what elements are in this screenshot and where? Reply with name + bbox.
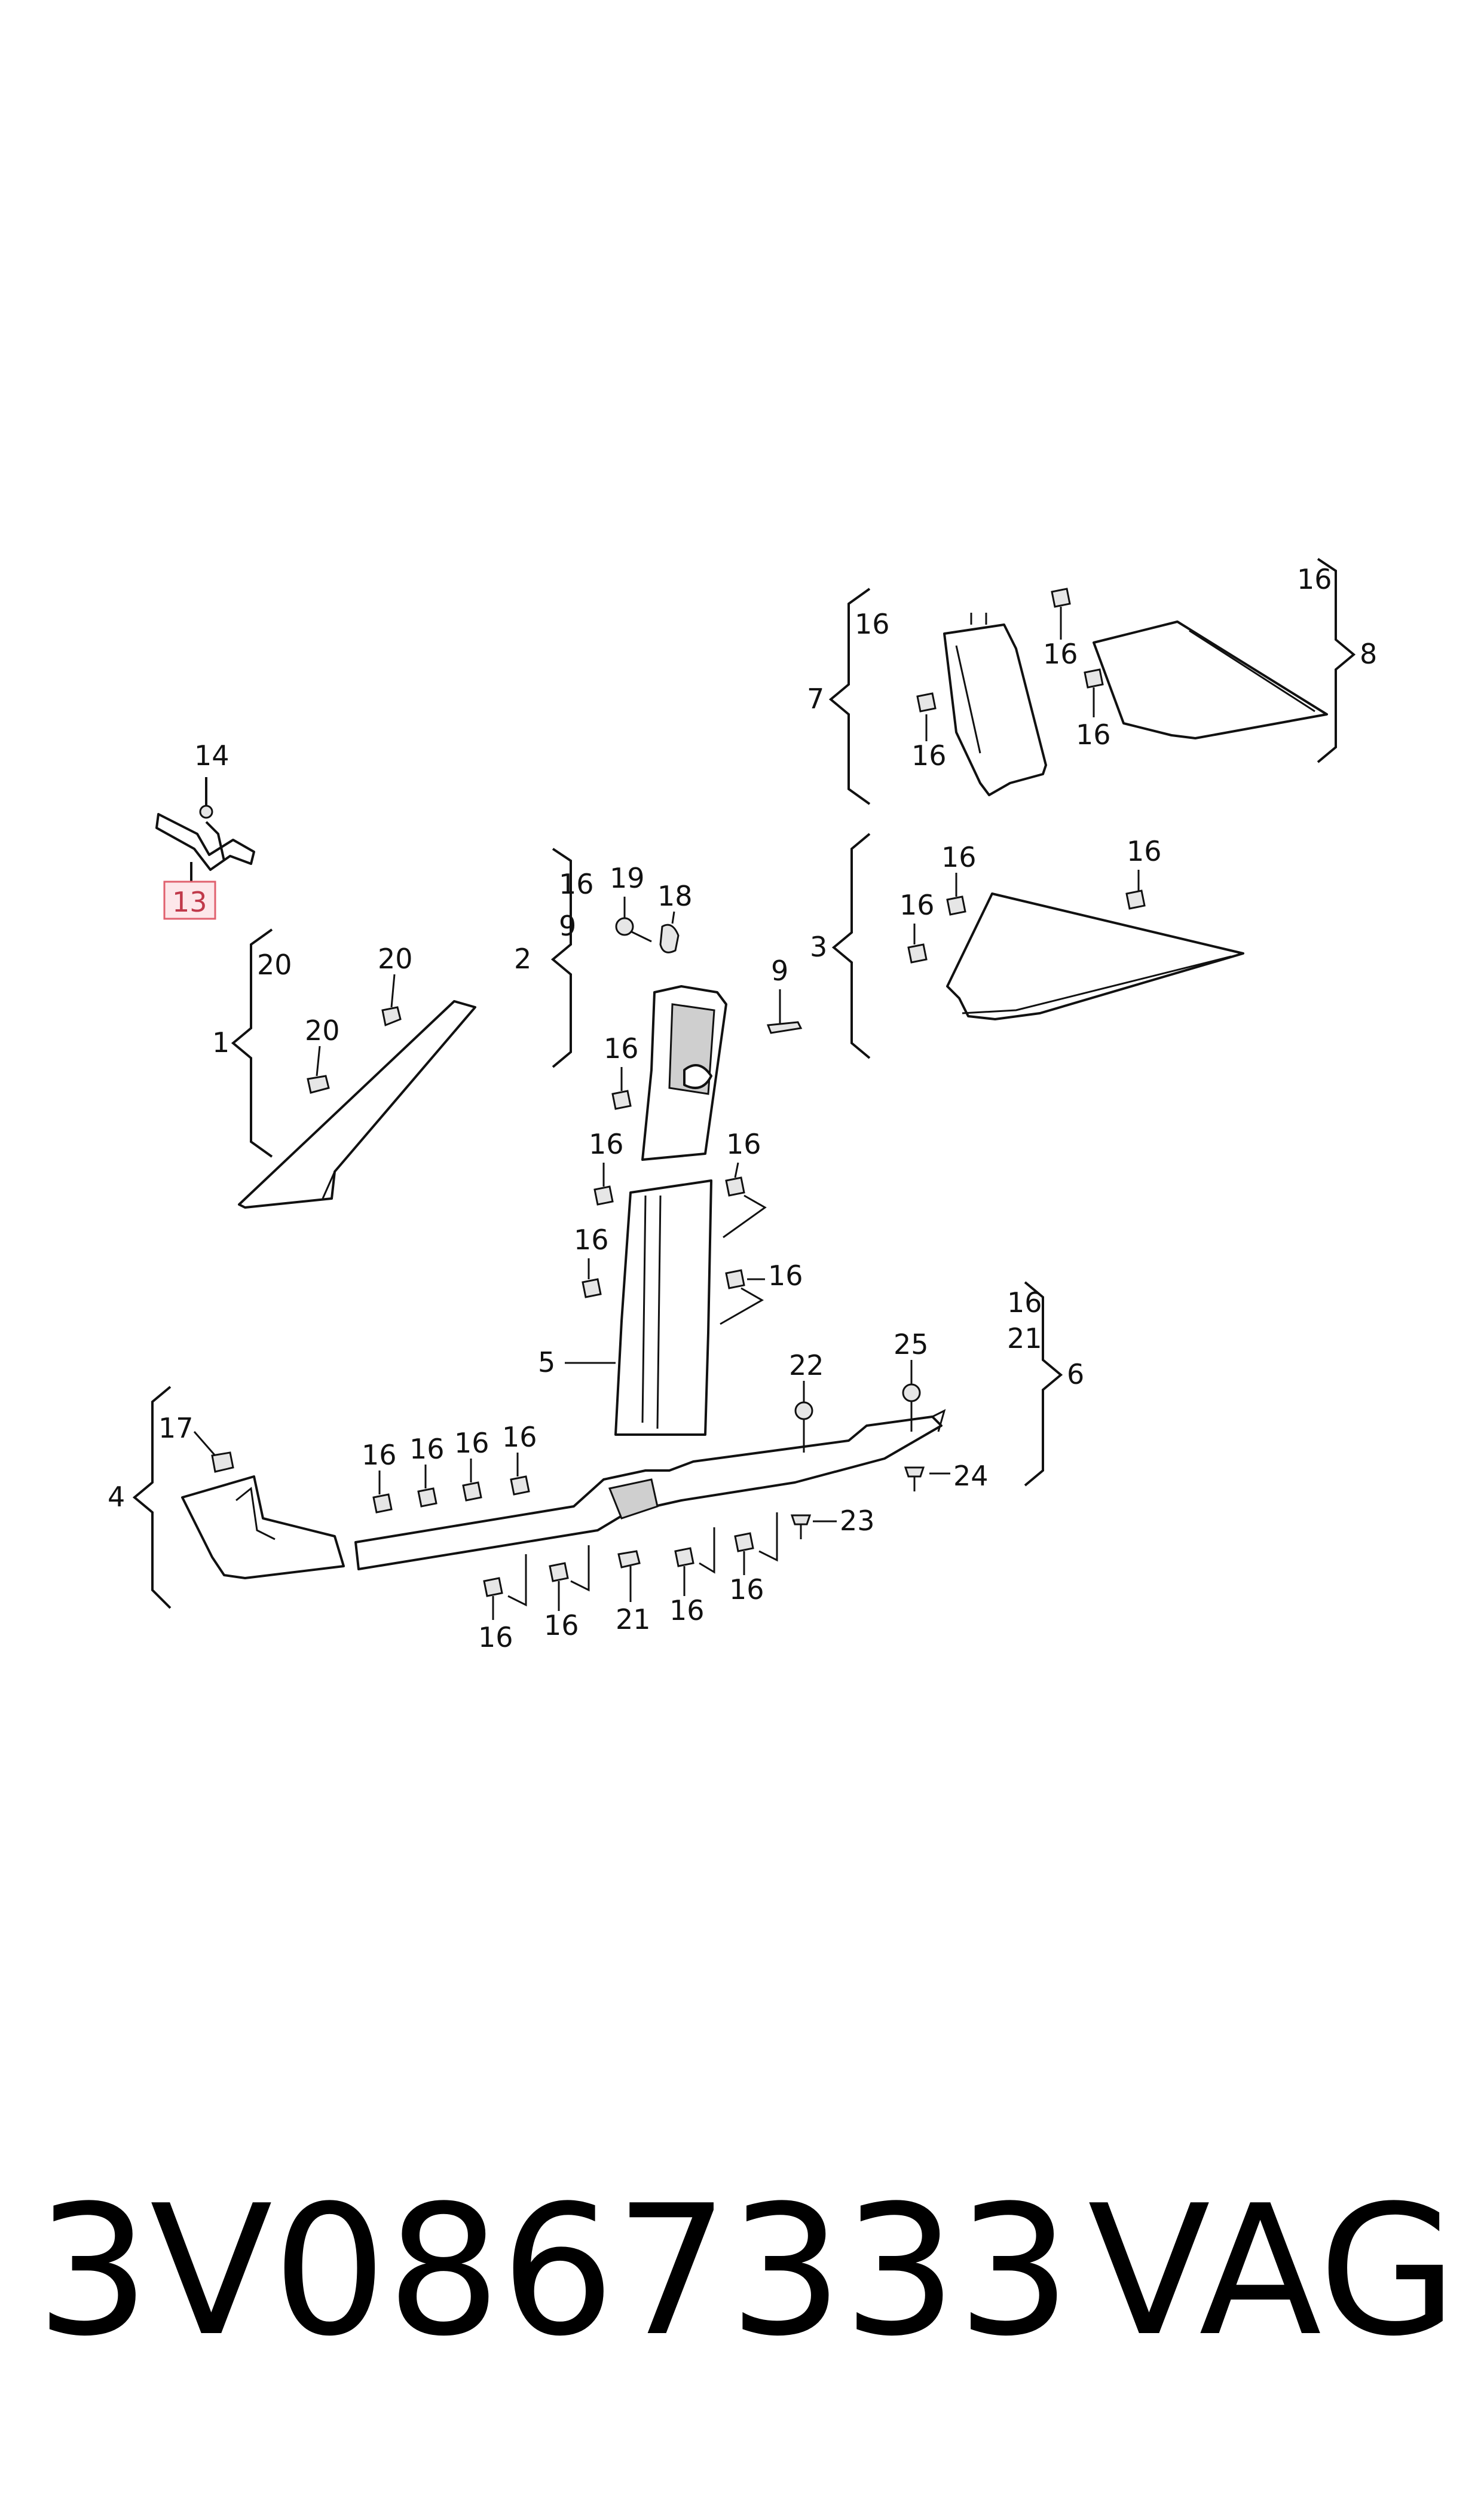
clip-9 — [766, 1021, 803, 1034]
rivet-24 — [904, 1466, 950, 1491]
callout-16b: 16 — [604, 1032, 639, 1065]
callout-16c: 16 — [589, 1128, 624, 1160]
screw-19 — [615, 897, 652, 943]
callout-16o: 16 — [1007, 1286, 1042, 1319]
callout-16j: 16 — [1043, 638, 1078, 670]
callout-16h: 16 — [911, 739, 947, 772]
bracket-4 — [132, 1386, 172, 1609]
callout-20a: 20 — [257, 949, 292, 981]
rivet-23 — [790, 1514, 837, 1539]
callout-24: 24 — [953, 1460, 989, 1492]
callout-16d: 16 — [726, 1128, 761, 1160]
sill-trim-6 — [354, 1409, 946, 1570]
callout-18: 18 — [657, 880, 693, 912]
clip-18 — [659, 911, 680, 953]
b-pillar-lower-5 — [614, 1179, 712, 1436]
screw-14 — [199, 777, 213, 819]
c-pillar-7 — [943, 613, 1047, 796]
callout-16e: 16 — [574, 1224, 609, 1256]
screw-25 — [902, 1360, 921, 1432]
callout-16r: 16 — [454, 1427, 489, 1459]
callout-7: 7 — [807, 683, 824, 715]
bracket-8 — [1317, 558, 1356, 763]
bracket-7 — [828, 588, 871, 805]
callout-25: 25 — [894, 1328, 929, 1361]
part-number: 3V0867333 — [36, 2167, 1072, 2376]
callout-20c: 20 — [305, 1014, 340, 1047]
callout-16q: 16 — [409, 1433, 445, 1465]
callout-19: 19 — [610, 862, 645, 894]
callout-16w: 16 — [729, 1573, 764, 1606]
callout-1: 1 — [212, 1026, 230, 1059]
quarter-trim-8 — [1093, 620, 1328, 739]
callout-21b: 21 — [616, 1603, 651, 1635]
callout-8: 8 — [1360, 638, 1377, 670]
callout-22: 22 — [789, 1349, 824, 1381]
callout-20b: 20 — [378, 943, 413, 975]
callout-6: 6 — [1067, 1358, 1084, 1390]
quarter-trim-3 — [946, 892, 1244, 1020]
callout-14: 14 — [194, 739, 230, 772]
callout-16k: 16 — [1076, 719, 1111, 751]
callout-16l: 16 — [941, 841, 977, 873]
bracket-3 — [831, 833, 871, 1059]
callout-16p: 16 — [362, 1439, 397, 1471]
highlight-box-13[interactable] — [163, 881, 216, 920]
callout-16n: 16 — [899, 889, 935, 921]
callout-17: 17 — [158, 1412, 194, 1444]
b-pillar-upper-2 — [641, 985, 727, 1161]
callout-16i: 16 — [1297, 563, 1332, 595]
callout-16u: 16 — [544, 1609, 579, 1641]
footer: 3V0867333 VAG — [0, 2176, 1484, 2367]
callout-16m: 16 — [1127, 835, 1162, 867]
callout-2: 2 — [514, 943, 531, 975]
bracket-13 — [155, 813, 255, 871]
bracket-2 — [550, 848, 572, 1068]
callout-9b: 9 — [771, 955, 788, 987]
callout-5: 5 — [538, 1346, 555, 1378]
brand-name: VAG — [1088, 2167, 1458, 2376]
a-pillar-trim-1 — [238, 1000, 476, 1209]
callout-16a: 16 — [559, 868, 594, 900]
bracket-1 — [231, 928, 273, 1158]
screw-22 — [794, 1381, 813, 1453]
callout-16s: 16 — [502, 1421, 537, 1453]
callout-16t: 16 — [478, 1621, 513, 1653]
sill-trim-4 — [181, 1475, 345, 1579]
callout-13: 13 — [172, 886, 207, 918]
bracket-6 — [1024, 1281, 1063, 1487]
callout-16f: 16 — [768, 1259, 803, 1292]
callout-3: 3 — [810, 931, 827, 963]
callout-23: 23 — [840, 1505, 875, 1537]
clip-20-upper — [381, 1006, 402, 1027]
callout-21a: 21 — [1007, 1322, 1042, 1355]
callout-9a: 9 — [559, 910, 576, 942]
callout-16g: 16 — [855, 608, 890, 640]
callout-4: 4 — [108, 1481, 125, 1513]
clip-20-lower — [307, 1075, 330, 1094]
callout-16v: 16 — [669, 1594, 705, 1627]
